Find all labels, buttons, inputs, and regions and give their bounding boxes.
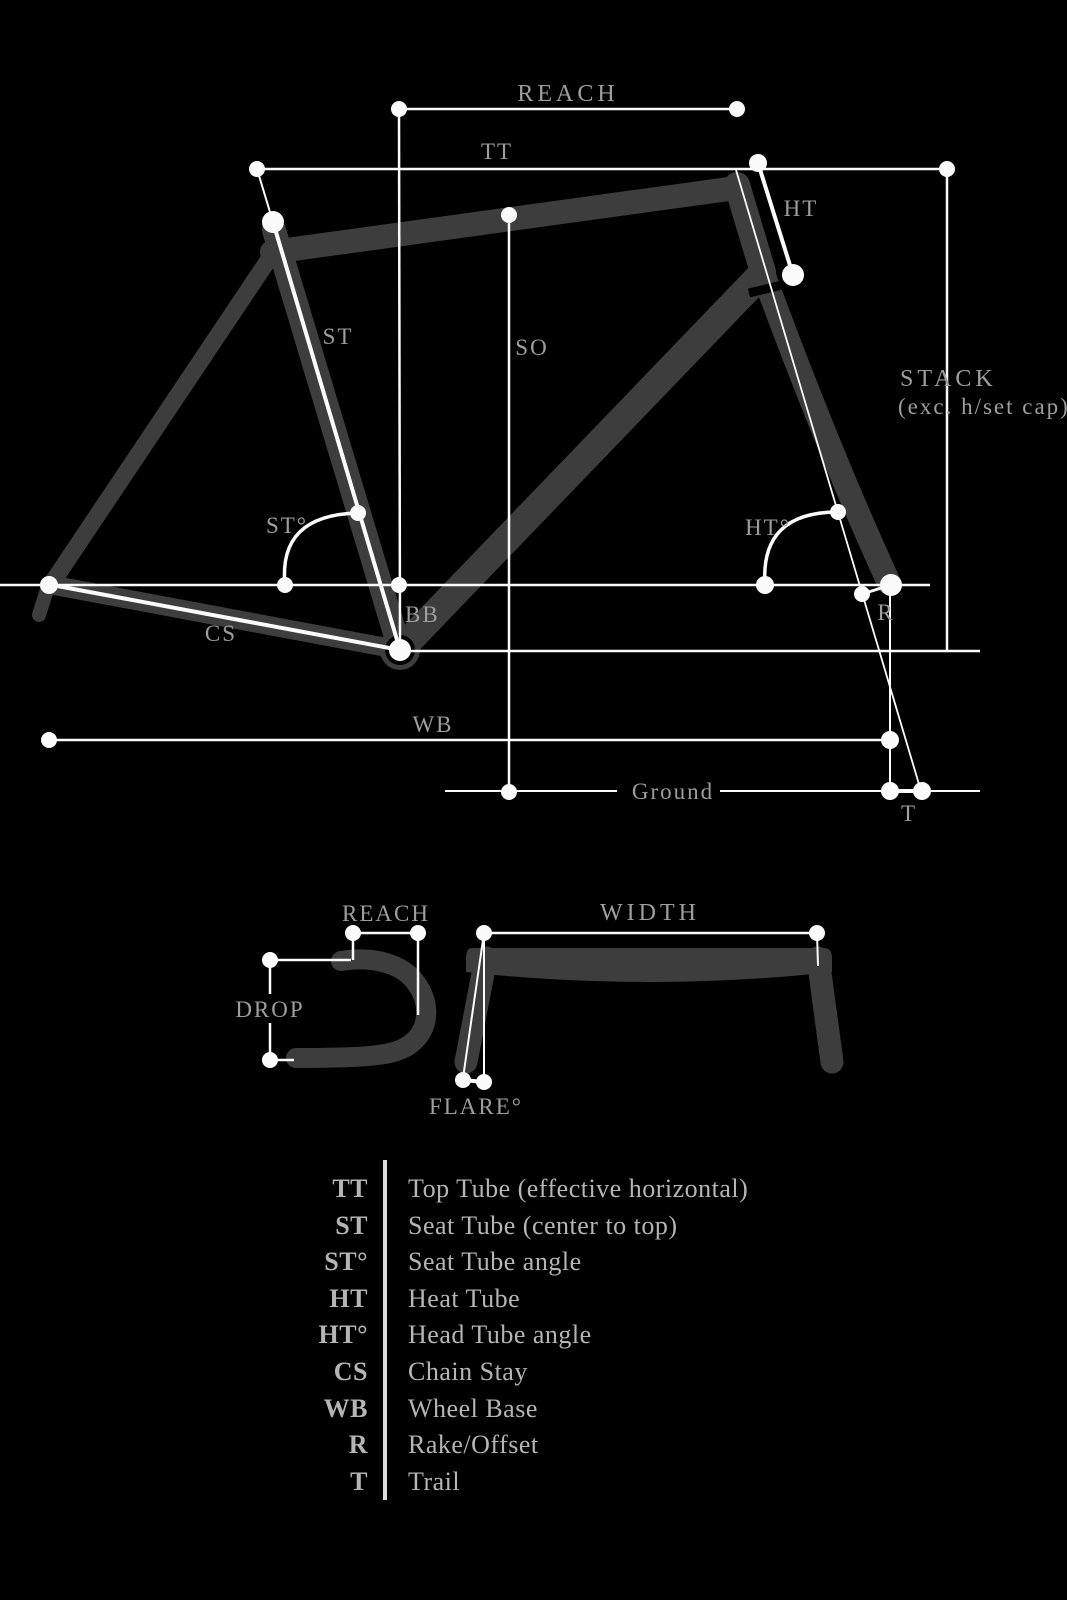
legend-abbr-tt: TT xyxy=(332,1174,368,1203)
stack-label-line2: (exc. h/set cap) xyxy=(898,394,1067,419)
steering-axis-line xyxy=(735,169,922,792)
frame-dots xyxy=(40,101,955,800)
legend-abbr-t: T xyxy=(350,1467,368,1496)
legend-desc-ht: Heat Tube xyxy=(408,1284,520,1313)
seat-tube-top-dot xyxy=(262,211,284,233)
frame-labels: REACH TT HT ST SO STACK (exc. h/set cap)… xyxy=(205,81,1067,826)
tt-label: TT xyxy=(481,139,513,164)
handlebar-side-view: REACH DROP xyxy=(235,901,437,1068)
ht-dim-bottom-dot xyxy=(782,264,804,286)
seat-angle-arc xyxy=(282,511,359,586)
reach-right-dot xyxy=(729,101,745,117)
ht-label: HT xyxy=(784,196,819,221)
seat-angle-arc-base-dot xyxy=(277,577,293,593)
seat-angle-arc-top-dot xyxy=(350,505,366,521)
bb-center-dot xyxy=(389,639,411,661)
bar-reach-right-dot xyxy=(410,925,426,941)
bar-width-right-dot xyxy=(809,925,825,941)
rear-axle-dot xyxy=(40,576,58,594)
legend-abbr-st-angle: ST° xyxy=(324,1247,368,1276)
head-angle-arc-base-dot xyxy=(756,576,774,594)
legend-desc-ht-angle: Head Tube angle xyxy=(408,1320,592,1349)
st-angle-label: ST° xyxy=(266,513,308,538)
chain-stay-centerline xyxy=(51,583,401,652)
wb-right-dot xyxy=(881,731,899,749)
front-axle-dot xyxy=(880,574,902,596)
wb-label: WB xyxy=(412,712,453,737)
stack-top-dot xyxy=(939,161,955,177)
rake-label: R xyxy=(877,600,894,625)
ht-dimension-line xyxy=(756,162,795,276)
st-label: ST xyxy=(323,324,354,349)
seat-stay-tube xyxy=(43,238,286,592)
bar-reach-label: REACH xyxy=(342,901,430,926)
handlebar-front-left-drop xyxy=(454,946,498,1074)
handlebar-front-top-bar xyxy=(466,948,832,982)
head-angle-arc xyxy=(762,510,839,586)
flare-right-dot xyxy=(476,1074,492,1090)
head-angle-arc-top-dot xyxy=(830,504,846,520)
bar-drop-bottom-dot xyxy=(262,1052,278,1068)
so-label: SO xyxy=(515,335,548,360)
legend-abbr-r: R xyxy=(349,1430,368,1459)
ht-angle-label: HT° xyxy=(745,515,791,540)
head-tube xyxy=(724,172,776,285)
handlebar-front-right-drop xyxy=(806,946,844,1074)
reach-left-dot xyxy=(391,101,407,117)
seat-tube-centerline xyxy=(271,221,402,651)
reach-label: REACH xyxy=(517,81,618,107)
bar-width-label: WIDTH xyxy=(600,900,700,926)
wb-left-dot xyxy=(41,732,57,748)
bb-vertical-line xyxy=(397,108,402,651)
handlebar-side-profile xyxy=(286,949,437,1068)
legend-desc-st-angle: Seat Tube angle xyxy=(408,1247,582,1276)
legend-table: TT Top Tube (effective horizontal) ST Se… xyxy=(319,1160,748,1500)
so-top-dot xyxy=(501,207,517,223)
trail-label: T xyxy=(901,801,917,826)
legend-abbr-ht-angle: HT° xyxy=(319,1320,368,1349)
legend-abbr-ht: HT xyxy=(329,1284,368,1313)
handlebar-front-view: WIDTH FLARE° xyxy=(429,900,844,1119)
ground-label: Ground xyxy=(632,779,714,804)
legend-desc-wb: Wheel Base xyxy=(408,1394,538,1423)
bar-width-left-dot xyxy=(476,925,492,941)
legend-desc-r: Rake/Offset xyxy=(408,1430,539,1459)
ht-dim-top-dot xyxy=(749,154,767,172)
legend-desc-st: Seat Tube (center to top) xyxy=(408,1211,678,1240)
legend-abbr-cs: CS xyxy=(334,1357,368,1386)
so-bottom-dot xyxy=(501,784,517,800)
bar-flare-label: FLARE° xyxy=(429,1094,523,1119)
legend-desc-cs: Chain Stay xyxy=(408,1357,528,1386)
flare-axis-line xyxy=(462,932,485,1079)
flare-left-dot xyxy=(455,1072,471,1088)
ground-axis-dot xyxy=(913,782,931,800)
legend-abbr-st: ST xyxy=(335,1211,368,1240)
ground-contact-dot xyxy=(881,782,899,800)
down-tube xyxy=(386,264,772,664)
bar-drop-top-dot xyxy=(262,952,278,968)
legend-desc-t: Trail xyxy=(408,1467,460,1496)
bb-vertical-cross-dot xyxy=(391,577,407,593)
tt-left-dot xyxy=(249,161,265,177)
legend-abbr-wb: WB xyxy=(324,1394,368,1423)
bb-label: BB xyxy=(405,602,440,627)
legend-desc-tt: Top Tube (effective horizontal) xyxy=(408,1174,748,1203)
bar-reach-left-dot xyxy=(345,925,361,941)
cs-label: CS xyxy=(205,621,237,646)
frame-construction-lines xyxy=(0,107,980,793)
rake-axis-dot xyxy=(854,586,870,602)
stack-label-line1: STACK xyxy=(900,366,997,392)
bar-drop-label: DROP xyxy=(235,997,304,1022)
